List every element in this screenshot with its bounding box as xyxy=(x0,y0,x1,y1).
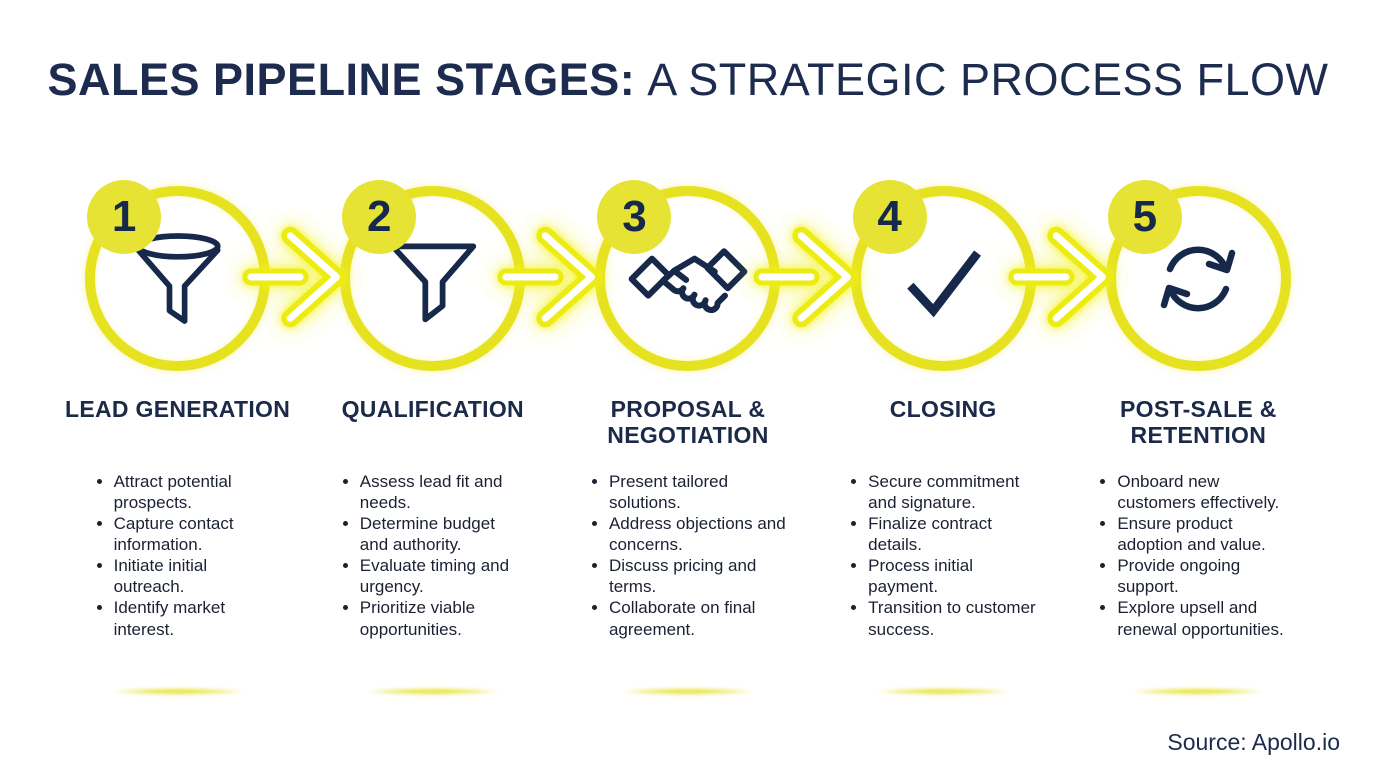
bullet-item: Finalize contract details. xyxy=(868,513,1040,555)
glow-underline xyxy=(91,687,264,696)
bullet-item: Collaborate on final agreement. xyxy=(609,597,789,639)
page-title: SALES PIPELINE STAGES:A STRATEGIC PROCES… xyxy=(0,0,1376,103)
stage-bullet-list: Attract potential prospects. Capture con… xyxy=(92,471,264,640)
bullet-item: Explore upsell and renewal opportunities… xyxy=(1117,597,1301,639)
bullet-item: Secure commitment and signature. xyxy=(868,471,1040,513)
stages-row: 1 LEAD GENERATION Attract potential pros… xyxy=(50,180,1326,698)
stage-number-badge: 4 xyxy=(852,180,927,254)
bullet-item: Attract potential prospects. xyxy=(114,471,264,513)
stage-lead-generation: 1 LEAD GENERATION Attract potential pros… xyxy=(50,180,346,698)
bullet-item: Evaluate timing and urgency. xyxy=(360,555,528,597)
cycle-icon xyxy=(1161,246,1236,311)
stage-number-badge: 1 xyxy=(87,180,162,254)
stage-title: QUALIFICATION xyxy=(341,396,524,422)
stage-bullet-list: Present tailored solutions. Address obje… xyxy=(587,471,789,640)
bullet-item: Discuss pricing and terms. xyxy=(609,555,789,597)
glow-underline xyxy=(601,687,774,696)
bullet-item: Present tailored solutions. xyxy=(609,471,789,513)
stage-title: CLOSING xyxy=(889,396,997,422)
stage-post-sale-retention: 5 POST-SALE & RETENTION Onboard new cust… xyxy=(1071,180,1326,698)
bullet-item: Capture contact information. xyxy=(114,513,264,555)
bullet-item: Process initial payment. xyxy=(868,555,1040,597)
stage-closing: 4 CLOSING Secure commitment and signatur… xyxy=(816,180,1112,698)
stage-proposal-negotiation: 3 PROPOSAL & NEGOTIATION xyxy=(560,180,856,698)
handshake-icon xyxy=(628,247,748,313)
page-title-rest: A STRATEGIC PROCESS FLOW xyxy=(647,54,1329,105)
stage-title: LEAD GENERATION xyxy=(65,396,291,422)
arrow-right-icon xyxy=(753,226,856,328)
page-title-bold: SALES PIPELINE STAGES: xyxy=(47,54,636,105)
bullet-item: Transition to customer success. xyxy=(868,597,1040,639)
stage-number-badge: 2 xyxy=(342,180,417,254)
arrow-right-icon xyxy=(1008,226,1112,328)
glow-underline xyxy=(1112,687,1285,696)
arrow-right-icon xyxy=(242,226,346,328)
bullet-item: Ensure product adoption and value. xyxy=(1117,513,1301,555)
arrow-right-icon xyxy=(497,226,601,328)
stage-bullet-list: Secure commitment and signature. Finaliz… xyxy=(846,471,1040,640)
bullet-item: Assess lead fit and needs. xyxy=(360,471,528,513)
glow-underline xyxy=(857,687,1030,696)
stage-bullet-list: Onboard new customers effectively. Ensur… xyxy=(1095,471,1301,640)
bullet-item: Onboard new customers effectively. xyxy=(1117,471,1301,513)
checkmark-icon xyxy=(907,249,982,317)
bullet-item: Address objections and concerns. xyxy=(609,513,789,555)
stage-title: PROPOSAL & NEGOTIATION xyxy=(607,396,769,448)
bullet-item: Prioritize viable opportunities. xyxy=(360,597,528,639)
bullet-item: Determine budget and authority. xyxy=(360,513,528,555)
stage-qualification: 2 QUALIFICATION Assess lead fit and need… xyxy=(305,180,601,698)
bullet-item: Identify market interest. xyxy=(114,597,264,639)
stage-number-badge: 5 xyxy=(1107,180,1182,254)
filter-icon xyxy=(389,242,476,322)
stage-bullet-list: Assess lead fit and needs. Determine bud… xyxy=(338,471,528,640)
stage-number-badge: 3 xyxy=(597,180,672,254)
glow-underline xyxy=(346,687,519,696)
stage-circle: 4 xyxy=(850,180,1036,371)
source-attribution: Source: Apollo.io xyxy=(1167,729,1340,755)
stage-circle: 1 xyxy=(85,180,271,371)
bullet-item: Provide ongoing support. xyxy=(1117,555,1301,597)
bullet-item: Initiate initial outreach. xyxy=(114,555,264,597)
stage-title: POST-SALE & RETENTION xyxy=(1120,396,1277,448)
